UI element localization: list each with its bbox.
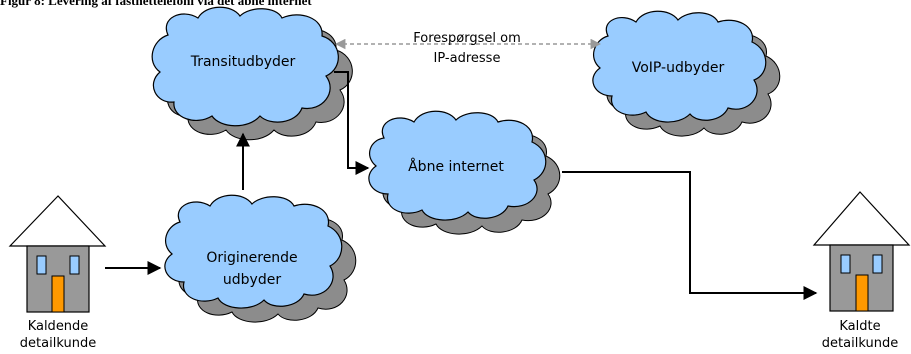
arrow-transit-to-internet (334, 71, 370, 175)
originerende-label-line1: Originerende (206, 250, 297, 266)
house-window-left (36, 255, 47, 275)
house-called-customer (812, 191, 911, 312)
house-calling-customer (8, 195, 107, 313)
cloud-aabne-internet: Åbne internet (368, 110, 561, 235)
called-customer-label-line1: Kaldte (839, 319, 880, 334)
house-window-right (69, 255, 80, 275)
aabne-internet-label: Åbne internet (408, 158, 504, 175)
house-door (51, 275, 65, 313)
query-label-line1: Forespørgsel om (413, 31, 521, 46)
originerende-label-line2: udbyder (223, 272, 281, 288)
calling-customer-label-line2: detailkunde (20, 336, 96, 351)
calling-customer-label-line1: Kaldende (28, 319, 89, 334)
query-label-line2: IP-adresse (434, 51, 501, 66)
house-door (855, 274, 869, 312)
house-window-left (840, 254, 851, 274)
cloud-transitudbyder: Transitudbyder (151, 6, 353, 141)
cloud-voip-udbyder: VoIP-udbyder (592, 10, 781, 137)
called-customer-label-line2: detailkunde (822, 336, 898, 351)
transitudbyder-label: Transitudbyder (190, 54, 296, 70)
voip-udbyder-label: VoIP-udbyder (632, 60, 725, 76)
cloud-originerende-udbyder: Originerende udbyder (164, 194, 357, 323)
arrow-internet-to-called (562, 171, 818, 300)
house-window-right (872, 254, 883, 274)
figure-title: Figur 8: Levering af fastnettelefoni via… (0, 0, 312, 8)
